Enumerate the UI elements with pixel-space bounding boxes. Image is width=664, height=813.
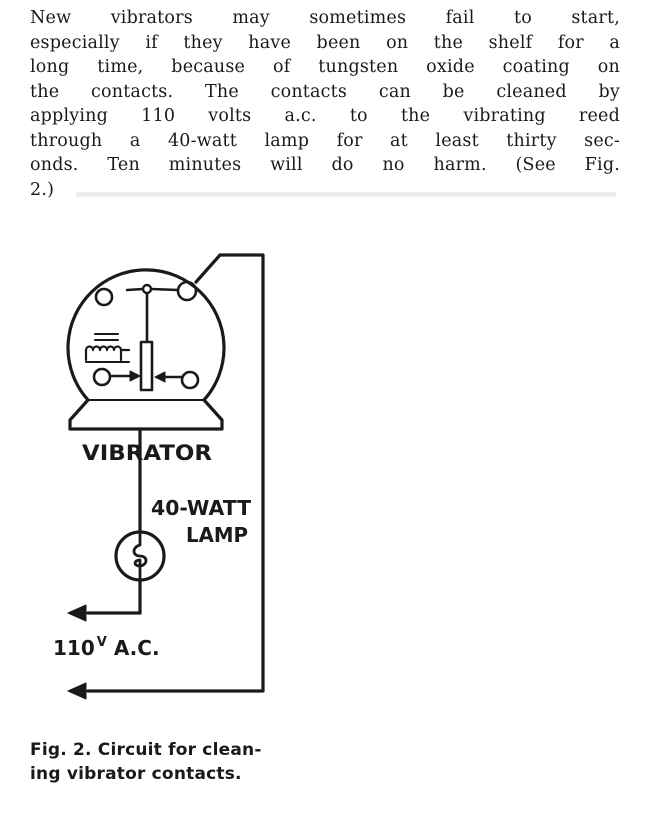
paragraph-line: through a 40-watt lamp for at least thir… [30,130,620,151]
paragraph-line: applying 110 volts a.c. to the vibrating… [30,106,620,126]
vibrating-reed [139,340,154,392]
reed-link-left [125,287,145,292]
vibrator-pin-bottom-left [92,367,112,387]
vibrator-label: VIBRATOR [82,441,212,465]
paragraph-line: especially if they have been on the shel… [30,32,620,53]
return-wire [86,253,265,693]
contact-arrowhead-right [154,371,166,383]
caption-line: Fig. 2. Circuit for clean- [30,740,262,760]
supply-ac: A.C. [114,636,160,660]
supply-voltage: 110 [53,636,95,660]
paragraph-line: the contacts. The contacts can be cleane… [30,81,620,102]
lamp-filament [132,531,148,582]
figure-caption: Fig. 2. Circuit for clean- ing vibrator … [30,738,320,786]
reed-link-right [149,287,180,292]
paragraph-line: New vibrators may sometimes fail to star… [30,8,620,28]
lamp-wattage-label: 40-WATT [151,496,251,520]
paragraph-line: long time, because of tungsten oxide coa… [30,57,620,77]
lamp-label: LAMP [186,523,248,547]
vibrator-pin-bottom-right [180,370,200,390]
caption-line: ing vibrator contacts. [30,764,242,784]
paragraph-line: 2.) [30,179,55,200]
supply-arrowhead [67,604,87,622]
driving-coil [84,345,123,362]
body-paragraph: New vibrators may sometimes fail to star… [30,6,620,202]
scan-rule [76,191,616,197]
return-arrowhead [67,682,87,700]
vibrator-can [66,268,226,402]
lamp-symbol [114,530,166,582]
circuit-wiring [67,253,265,700]
vibrator-base [68,398,224,431]
vibrator-symbol [66,268,226,431]
vibrator-pin-top-left [94,287,114,307]
contact-arrowhead-left [129,370,141,382]
supply-volts-superscript: V [97,635,107,650]
vibrator-pin-top-right [176,280,198,302]
paragraph-line: onds. Ten minutes will do no harm. (See … [30,155,620,175]
